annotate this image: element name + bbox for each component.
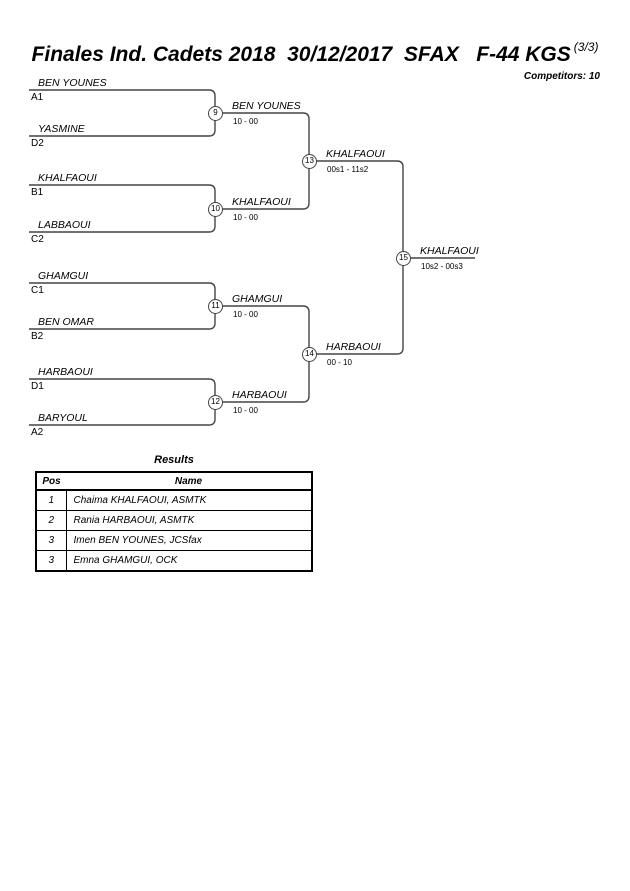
entry-name: BEN OMAR <box>38 316 95 328</box>
bracket-semi-top <box>218 112 310 210</box>
result-pos: 3 <box>36 530 67 551</box>
result-pos: 2 <box>36 510 67 531</box>
match-winner-name: KHALFAOUI <box>326 148 385 160</box>
match-number-badge: 13 <box>302 153 317 169</box>
page-title: Finales Ind. Cadets 2018 30/12/2017 SFAX… <box>0 40 630 67</box>
result-name: Emna GHAMGUI, OCK <box>66 550 312 571</box>
result-name: Imen BEN YOUNES, JCSfax <box>66 530 312 551</box>
page-title-text: Finales Ind. Cadets 2018 30/12/2017 SFAX… <box>31 43 571 66</box>
match-score: 10 - 00 <box>233 310 258 319</box>
entry-name: HARBAOUI <box>38 366 93 378</box>
entry-seed: B2 <box>31 331 44 342</box>
entry-seed: D2 <box>31 138 44 149</box>
results-table: Pos Name 1 Chaima KHALFAOUI, ASMTK 2 Ran… <box>35 471 313 572</box>
result-pos: 1 <box>36 489 67 511</box>
match-number-badge: 9 <box>208 105 223 121</box>
entry-seed: C2 <box>31 234 44 245</box>
match-winner-name: BEN YOUNES <box>232 100 301 112</box>
match-winner-name: KHALFAOUI <box>420 245 479 257</box>
match-winner-name: HARBAOUI <box>232 389 287 401</box>
entry-seed: A1 <box>31 92 44 103</box>
results-row: 3 Imen BEN YOUNES, JCSfax <box>36 530 312 551</box>
bracket-final-join <box>312 160 404 355</box>
results-title: Results <box>154 454 194 466</box>
match-score: 10 - 00 <box>233 213 258 222</box>
match-number-badge: 15 <box>396 250 411 266</box>
results-header-row: Pos Name <box>36 472 312 491</box>
result-name: Chaima KHALFAOUI, ASMTK <box>66 489 312 511</box>
match-number-badge: 12 <box>208 394 223 410</box>
match-winner-name: GHAMGUI <box>232 293 283 305</box>
match-score: 10 - 00 <box>233 406 258 415</box>
match-score: 00 - 10 <box>327 358 352 367</box>
match-number-badge: 14 <box>302 346 317 362</box>
entry-name: KHALFAOUI <box>38 172 97 184</box>
sheet-number: (3/3) <box>573 40 599 54</box>
results-row: 1 Chaima KHALFAOUI, ASMTK <box>36 489 312 511</box>
match-number-badge: 11 <box>208 298 223 314</box>
entry-name: YASMINE <box>38 123 85 135</box>
bracket-semi-bottom <box>218 305 310 403</box>
match-score: 10 - 00 <box>233 117 258 126</box>
result-pos: 3 <box>36 550 67 571</box>
entry-name: GHAMGUI <box>38 270 89 282</box>
entry-name: BEN YOUNES <box>38 77 107 89</box>
entry-seed: B1 <box>31 187 44 198</box>
results-col-name: Name <box>66 472 312 491</box>
match-winner-name: HARBAOUI <box>326 341 381 353</box>
entry-seed: C1 <box>31 285 44 296</box>
match-score: 00s1 - 11s2 <box>327 165 369 174</box>
entry-seed: A2 <box>31 427 44 438</box>
results-row: 3 Emna GHAMGUI, OCK <box>36 550 312 571</box>
match-winner-name: KHALFAOUI <box>232 196 291 208</box>
match-number-badge: 10 <box>208 201 223 217</box>
entry-name: LABBAOUI <box>38 219 91 231</box>
result-name: Rania HARBAOUI, ASMTK <box>66 510 312 531</box>
results-col-pos: Pos <box>36 472 66 491</box>
results-row: 2 Rania HARBAOUI, ASMTK <box>36 510 312 531</box>
match-score: 10s2 - 00s3 <box>421 262 463 271</box>
entry-seed: D1 <box>31 381 44 392</box>
entry-name: BARYOUL <box>38 412 88 424</box>
competitors-count: Competitors: 10 <box>523 71 600 82</box>
